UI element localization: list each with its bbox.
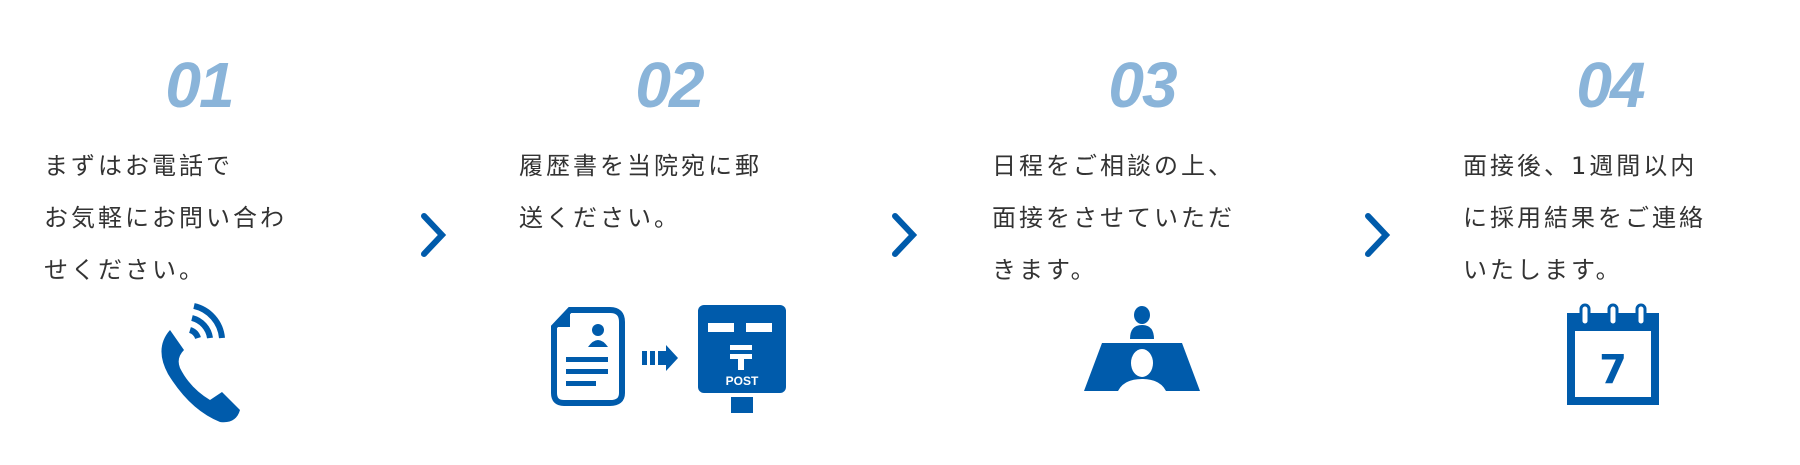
step-description: 履歴書を当院宛に郵 送ください。 <box>519 140 762 244</box>
calendar-day: 7 <box>1599 347 1627 393</box>
chevron-right-icon <box>892 213 918 257</box>
step-description: まずはお電話で お気軽にお問い合わ せください。 <box>44 140 287 296</box>
text-line: いたします。 <box>1463 256 1623 284</box>
step-number: 03 <box>1108 49 1177 121</box>
step-number: 04 <box>1576 49 1645 121</box>
chevron-right-icon <box>1365 213 1391 257</box>
text-line: 送ください。 <box>519 204 681 232</box>
text-line: せください。 <box>44 256 206 284</box>
text-line: 日程をご相談の上、 <box>992 152 1235 180</box>
text-line: 面接をさせていただ <box>992 204 1235 232</box>
calendar-icon: 7 <box>1567 303 1659 405</box>
step-description: 面接後、1週間以内 に採用結果をご連絡 いたします。 <box>1463 140 1706 296</box>
text-line: まずはお電話で <box>44 152 233 180</box>
phone-icon <box>161 303 240 423</box>
resume-to-post-icon: POST <box>551 305 786 413</box>
step-description: 日程をご相談の上、 面接をさせていただ きます。 <box>992 140 1235 296</box>
text-line: 面接後、1週間以内 <box>1463 152 1698 180</box>
step-number: 01 <box>165 49 234 121</box>
interview-icon <box>1084 306 1200 391</box>
text-line: きます。 <box>992 256 1098 284</box>
post-label: POST <box>726 374 759 388</box>
text-line: 履歴書を当院宛に郵 <box>519 152 762 180</box>
chevron-right-icon <box>421 213 447 257</box>
step-number: 02 <box>635 49 704 121</box>
text-line: お気軽にお問い合わ <box>44 204 287 232</box>
text-line: に採用結果をご連絡 <box>1463 204 1706 232</box>
